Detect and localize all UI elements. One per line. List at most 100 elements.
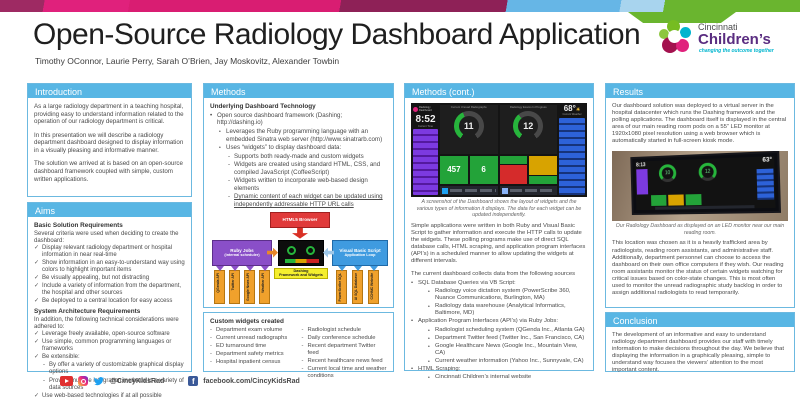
diagram-source-google-news: Google News API [244, 265, 255, 304]
news-icon [501, 187, 508, 194]
panel-title-aims: Aims [28, 203, 191, 217]
gauge-value: 12 [523, 120, 534, 131]
dashboard-ed-tat-tile: 6 [469, 156, 498, 184]
dashboard-exam-volume-tile: 457 [440, 156, 468, 184]
aims-item: Use web-based technologies if at all pos… [34, 393, 185, 400]
youtube-icon [60, 376, 73, 386]
twitter-icon [442, 187, 448, 194]
methods-item: Widgets are created using standard HTML,… [228, 161, 387, 176]
diagram-left-arrow [323, 247, 334, 258]
photo-clock: 8:13 [636, 162, 646, 169]
dashboard-weather-widget: 68°☀ Current Weather [559, 105, 585, 117]
widgets-list-left: Department exam volume Current unread ra… [204, 327, 296, 381]
widget-item: Radiologist schedule [302, 327, 388, 334]
aims-basic-list: Display relevant radiology department or… [34, 245, 185, 306]
page-title: Open-Source Radiology Dashboard Applicat… [33, 18, 641, 51]
aims-extensible-sublist: By offer a variety of customizable graph… [34, 362, 185, 391]
methods-item: Leverages the Ruby programming language … [219, 128, 387, 143]
panel-title-methods: Methods [204, 84, 393, 98]
methods-list: Open source dashboard framework (Dashing… [210, 112, 387, 127]
gauge-label: Current Unread Radiographs [450, 105, 487, 109]
panel-methods: Methods Underlying Dashboard Technology … [203, 83, 394, 324]
dashboard-clock-label: Current Time [418, 124, 433, 128]
diagram-dashboard-thumbnail [278, 239, 324, 266]
aims-item: Be extensible: [34, 354, 185, 361]
methods-sublist: Leverages the Ruby programming language … [210, 128, 387, 152]
panel-conclusion: Conclusion The development of an informa… [605, 312, 795, 373]
aims-subitem: By offer a variety of customizable graph… [43, 362, 185, 376]
methods-body: Underlying Dashboard Technology Open sou… [204, 98, 393, 334]
panel-title-methods-cont: Methods (cont.) [405, 84, 593, 98]
conclusion-paragraph: The development of an informative and ea… [612, 332, 785, 374]
source-item: Radiology data warehouse (Analytical Inf… [428, 303, 587, 317]
introduction-body: As a large radiology department in a tea… [28, 98, 191, 194]
diagram-source-powerscribe: PowerScribe SQL [336, 265, 347, 304]
intro-paragraph: As a large radiology department in a tea… [34, 103, 184, 126]
diagram-html5-browser-box: HTML5 Browser [270, 211, 330, 228]
diagram-source-website: CCHMC Website [368, 265, 379, 304]
source-item: Google Healthcare News (Google Inc., Mou… [428, 343, 587, 357]
aims-item: Include a variety of information from th… [34, 283, 185, 297]
methods-item: Open source dashboard framework (Dashing… [210, 112, 387, 127]
dashboard-clock-value: 8:52 [415, 114, 436, 125]
results-paragraph: This location was chosen as it is a heav… [612, 240, 784, 297]
diagram-dashing-box: Dashing Framework and Widgets [274, 267, 328, 279]
top-color-banner [0, 0, 800, 12]
panel-title-results: Results [606, 84, 794, 98]
logo-text-line2: Children’s [698, 31, 771, 48]
intro-paragraph: In this presentation we will describe a … [34, 131, 184, 154]
sources-list: HTML Scraping: [411, 366, 587, 373]
panel-custom-widgets: Custom widgets created Department exam v… [203, 312, 394, 379]
photo-temp: 63° [762, 157, 773, 165]
gauge-label: Radiology Exams In Progress [509, 105, 547, 109]
methods-subsublist: Supports both ready-made and custom widg… [210, 153, 387, 209]
methods-cont-paragraph: The current dashboard collects data from… [411, 270, 576, 277]
sources-sublist: Radiologist scheduling system (QGenda In… [419, 327, 587, 365]
conclusion-body: The development of an informative and ea… [606, 327, 794, 385]
authors-line: Timothy OConnor, Laurie Perry, Sarah O’B… [35, 56, 340, 66]
source-item: Current weather information (Yahoo Inc.,… [428, 358, 587, 365]
photo-blue-panel [756, 169, 775, 201]
dashboard-clock-widget: 8:52 Current Time [413, 114, 438, 128]
methods-heading: Underlying Dashboard Technology [210, 103, 316, 110]
dashboard-right-column: 68°☀ Current Weather [559, 105, 585, 195]
source-group-label: Application Program Interfaces (API’s) v… [411, 318, 587, 325]
diagram-vbscript-box: Visual Basic Script Application Loop [332, 239, 388, 266]
dashboard-center-column: Current Unread Radiographs 11 Radiology … [440, 105, 557, 195]
sources-list: Application Program Interfaces (API’s) v… [411, 318, 587, 325]
widget-item: Current local time and weather condition… [302, 366, 388, 380]
twitter-icon [93, 376, 105, 386]
diagram-label: Ruby Jobs [230, 247, 254, 253]
results-paragraph: Our dashboard solution was deployed to a… [612, 103, 787, 145]
logo-text-line1: Cincinnati [698, 22, 738, 32]
widget-item: ED turnaround time [210, 343, 296, 350]
dashboard-conference-schedule-widget [559, 117, 585, 195]
sources-list: SQL Database Queries via VB Script: [411, 280, 587, 287]
dashboard-left-column: Radiology Dashboard 8:52 Current Time [413, 105, 438, 195]
photo-caption: Our Radiology Dashboard as displayed on … [615, 223, 785, 236]
aims-item: Leverage freely available, open-source s… [34, 331, 185, 338]
dashboard-twitter-widget [440, 186, 498, 195]
source-group-label: SQL Database Queries via VB Script: [411, 280, 587, 287]
intro-paragraph: The solution we arrived at is based on a… [34, 160, 183, 183]
dashboard-census-tiles [529, 156, 557, 184]
widget-item: Recent department Twitter feed [302, 343, 388, 357]
aims-item: Be deployed to a central location for ea… [34, 298, 185, 305]
widgets-list-right: Radiologist schedule Daily conference sc… [293, 327, 388, 381]
dashboard-caption: A screenshot of the Dashboard shows the … [416, 199, 582, 218]
aims-item: Display relevant radiology department or… [34, 245, 185, 259]
widget-item: Recent healthcare news feed [302, 358, 388, 365]
panel-title-introduction: Introduction [28, 84, 191, 98]
dashboard-news-widget [499, 186, 557, 195]
facebook-handle: facebook.com/CincyKidsRad [203, 377, 300, 385]
dashboard-unread-gauge-widget: Current Unread Radiographs 11 [440, 105, 498, 154]
aims-body: Basic Solution Requirements Several crit… [28, 217, 191, 400]
aims-item: Show information in an easy-to-understan… [34, 260, 185, 274]
diagram-label: HTML5 Browser [282, 217, 318, 223]
logo-swirl-icon [658, 20, 694, 56]
diagram-sublabel: Framework and Widgets [279, 273, 323, 278]
diagram-down-arrow [292, 227, 308, 239]
diagram-source-twitter: Twitter API [229, 265, 240, 304]
source-item: Cincinnati Children’s internal website [428, 374, 587, 381]
